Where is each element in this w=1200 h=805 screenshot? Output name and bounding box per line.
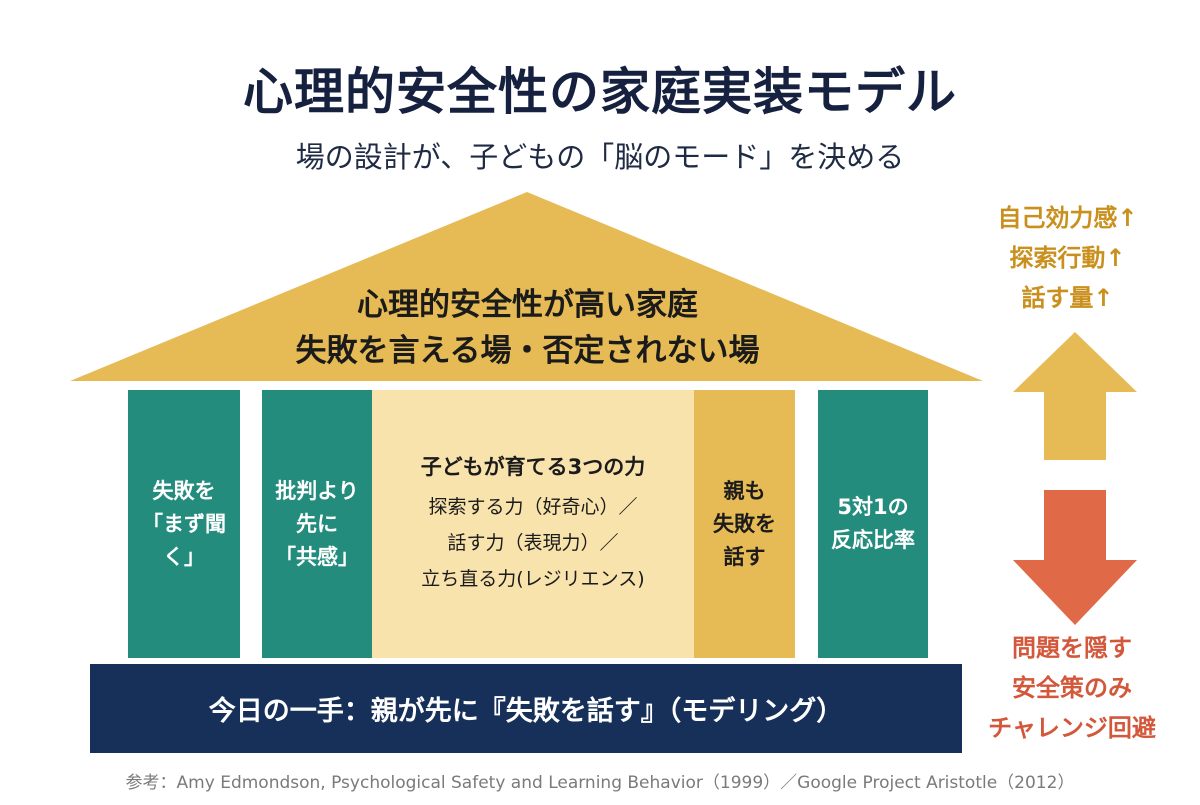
negative-outcome-item: 安全策のみ: [1012, 674, 1132, 702]
positive-outcome-item: 探索行動↑: [1009, 244, 1126, 272]
page-title: 心理的安全性の家庭実装モデル: [243, 63, 957, 121]
center-heading: 子どもが育てる3つの力: [420, 455, 646, 479]
pillar-five-to-one-ratio: 5対1の 反応比率: [818, 390, 928, 658]
roof-text: 心理的安全性が高い家庭 失敗を言える場・否定されない場: [70, 282, 985, 374]
pillar-text-line: 失敗を: [713, 511, 776, 536]
roof: [70, 192, 983, 381]
negative-outcome-item: 問題を隠す: [1012, 634, 1132, 662]
center-line: 話す力（表現力）／: [447, 532, 619, 554]
center-line: 探索する力（好奇心）／: [428, 496, 638, 518]
pillar-text-line: 「共感」: [275, 544, 359, 569]
negative-outcomes: 問題を隠す 安全策のみ チャレンジ回避: [972, 628, 1172, 748]
pillar-text-line: 先に: [296, 511, 338, 536]
pillar-listen-first: 失敗を 「まず聞く」: [128, 390, 240, 658]
pillar-parent-shares-failure: 親も 失敗を 話す: [694, 390, 795, 658]
pillar-text-line: 「まず聞く」: [142, 511, 226, 569]
center-line: 立ち直る力(レジリエンス): [421, 568, 645, 590]
positive-outcomes: 自己効力感↑ 探索行動↑ 話す量↑: [975, 198, 1160, 318]
pillar-text-line: 5対1の: [837, 495, 909, 519]
roof-line-1: 心理的安全性が高い家庭: [357, 287, 698, 323]
reference-note: 参考：Amy Edmondson, Psychological Safety a…: [125, 773, 1075, 793]
positive-outcome-item: 自己効力感↑: [997, 204, 1138, 232]
center-panel: 子どもが育てる3つの力 探索する力（好奇心）／ 話す力（表現力）／ 立ち直る力(…: [372, 390, 694, 658]
page-subtitle: 場の設計が、子どもの「脳のモード」を決める: [295, 140, 905, 174]
pillar-text-line: 親も: [723, 478, 766, 503]
arrow-down-icon: [1013, 490, 1137, 625]
arrow-up-icon: [1013, 332, 1137, 460]
foundation-banner: 今日の一手：親が先に『失敗を話す』（モデリング）: [90, 664, 962, 753]
roof-line-2: 失敗を言える場・否定されない場: [295, 333, 760, 369]
pillar-text-line: 失敗を: [152, 478, 216, 503]
pillar-text-line: 反応比率: [831, 528, 915, 552]
pillar-text-line: 話す: [723, 544, 766, 569]
positive-outcome-item: 話す量↑: [1021, 284, 1114, 312]
pillar-text-line: 批判より: [275, 478, 359, 503]
pillar-empathy-first: 批判より 先に 「共感」: [262, 390, 372, 658]
negative-outcome-item: チャレンジ回避: [988, 714, 1156, 742]
